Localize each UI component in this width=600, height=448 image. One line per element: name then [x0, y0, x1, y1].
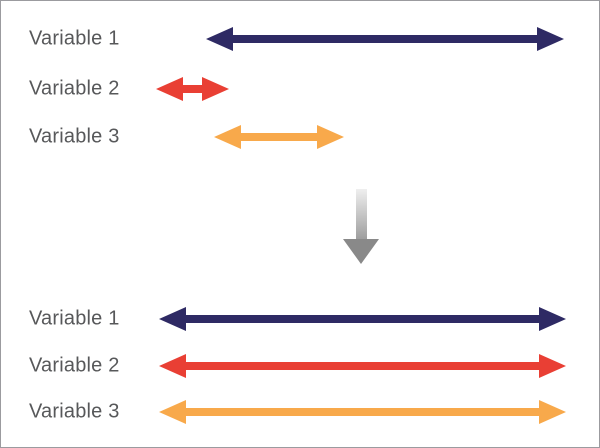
arrow-shaft — [183, 85, 202, 93]
variable-3-label-before: Variable 3 — [29, 125, 120, 148]
variable-2-range-arrow-before — [156, 77, 229, 101]
arrowhead-right-icon — [537, 27, 564, 51]
arrowhead-left-icon — [159, 400, 186, 424]
variable-3-label-after: Variable 3 — [29, 400, 120, 423]
arrowhead-right-icon — [539, 307, 566, 331]
arrowhead-right-icon — [202, 77, 229, 101]
variable-1-range-arrow-after — [159, 307, 566, 331]
down-arrowhead-icon — [343, 239, 379, 264]
variable-3-range-arrow-after — [159, 400, 566, 424]
variable-2-range-arrow-after — [159, 354, 566, 378]
arrowhead-right-icon — [539, 400, 566, 424]
arrow-shaft — [233, 35, 537, 43]
variable-1-label-after: Variable 1 — [29, 307, 120, 330]
arrow-shaft — [186, 362, 539, 370]
arrowhead-left-icon — [159, 307, 186, 331]
arrowhead-left-icon — [159, 354, 186, 378]
arrowhead-left-icon — [156, 77, 183, 101]
arrowhead-left-icon — [206, 27, 233, 51]
variable-2-label-after: Variable 2 — [29, 354, 120, 377]
arrow-shaft — [186, 315, 539, 323]
variable-1-label-before: Variable 1 — [29, 27, 120, 50]
arrowhead-right-icon — [317, 125, 344, 149]
variable-1-range-arrow-before — [206, 27, 564, 51]
transform-down-arrow-icon — [343, 189, 379, 264]
arrow-shaft — [186, 408, 539, 416]
arrowhead-right-icon — [539, 354, 566, 378]
arrow-shaft — [241, 133, 317, 141]
variable-3-range-arrow-before — [214, 125, 344, 149]
down-arrow-shaft — [355, 189, 367, 239]
arrowhead-left-icon — [214, 125, 241, 149]
variable-2-label-before: Variable 2 — [29, 77, 120, 100]
